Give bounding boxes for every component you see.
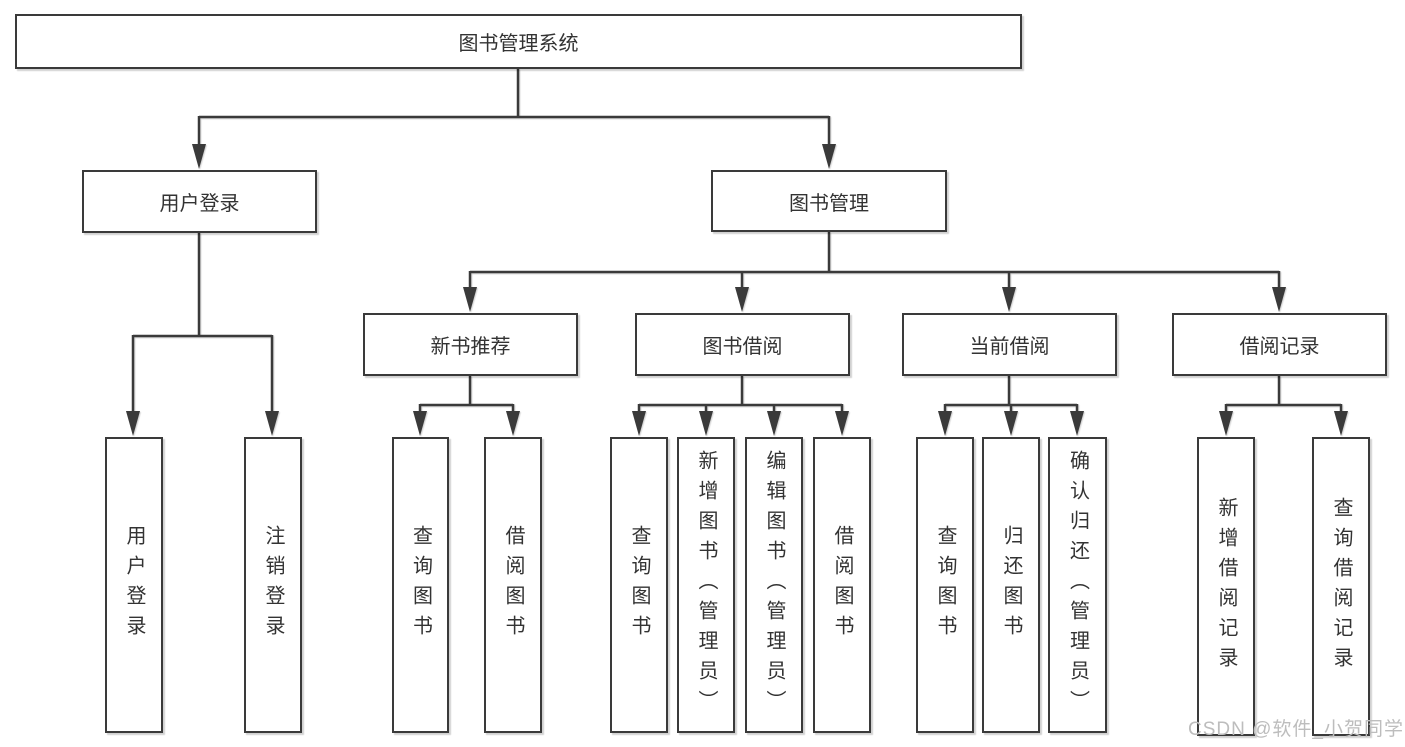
leaf-br-query-record: 查询借阅记录	[1312, 437, 1370, 736]
arrowhead-icons	[126, 144, 1348, 436]
watermark: CSDN @软件_小贺同学	[1188, 719, 1404, 740]
leaf-bb-add-books-admin: 新增图书（管理员）	[677, 437, 735, 733]
leaf-logout: 注销登录	[244, 437, 302, 733]
node-book-management: 图书管理	[711, 170, 947, 232]
node-root: 图书管理系统	[15, 14, 1022, 69]
leaf-bb-borrow-books: 借阅图书	[813, 437, 871, 733]
leaf-nb-query-books: 查询图书	[392, 437, 449, 733]
leaf-bb-query-books: 查询图书	[610, 437, 668, 733]
leaf-bb-edit-books-admin: 编辑图书（管理员）	[745, 437, 803, 733]
leaf-br-add-record: 新增借阅记录	[1197, 437, 1255, 736]
node-user-login: 用户登录	[82, 170, 317, 233]
node-book-borrow: 图书借阅	[635, 313, 850, 376]
node-current-borrow: 当前借阅	[902, 313, 1117, 376]
leaf-nb-borrow-books: 借阅图书	[484, 437, 542, 733]
node-borrow-records: 借阅记录	[1172, 313, 1387, 376]
leaf-user-login: 用户登录	[105, 437, 163, 733]
leaf-cb-query-books: 查询图书	[916, 437, 974, 733]
node-new-book-recommend: 新书推荐	[363, 313, 578, 376]
leaf-cb-return-books: 归还图书	[982, 437, 1040, 733]
leaf-cb-confirm-return-admin: 确认归还（管理员）	[1048, 437, 1107, 733]
